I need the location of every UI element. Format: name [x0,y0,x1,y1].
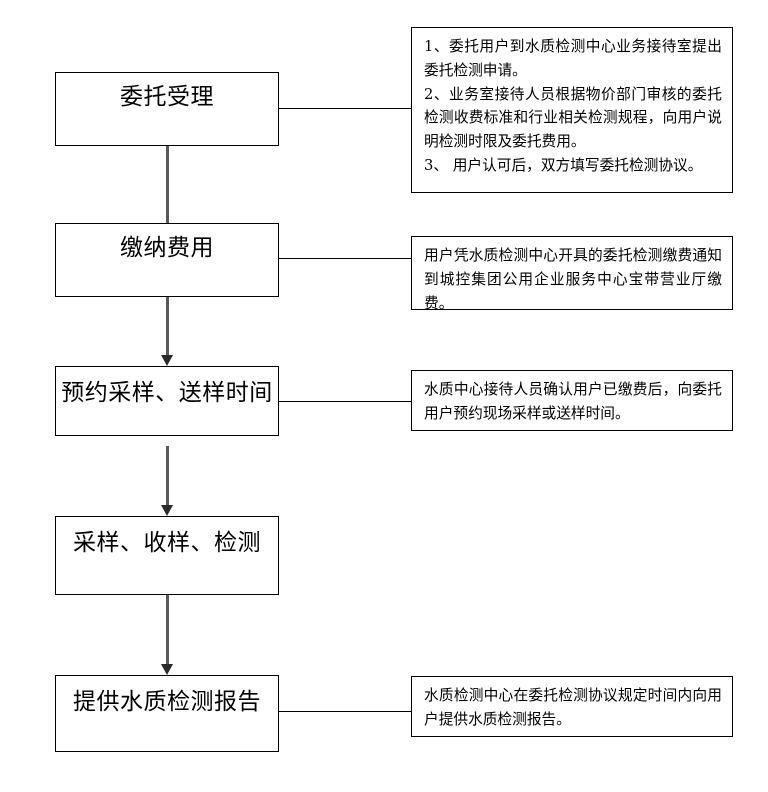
arrow-step2-to-step3 [160,297,173,366]
annotation-note-1[interactable]: 1、委托用户到水质检测中心业务接待室提出委托检测申请。 2、业务室接待人员根据物… [411,27,733,193]
annotation-note-1-text: 1、委托用户到水质检测中心业务接待室提出委托检测申请。 2、业务室接待人员根据物… [424,38,722,175]
arrow-step4-to-step5 [160,595,173,675]
process-step-1-label: 委托受理 [120,83,214,110]
annotation-note-3-text: 水质中心接待人员确认用户已缴费后，向委托用户预约现场采样或送样时间。 [424,381,722,422]
annotation-note-4-text: 水质检测中心在委托检测协议规定时间内向用户提供水质检测报告。 [424,687,722,728]
process-step-5-label: 提供水质检测报告 [73,687,261,714]
process-step-3-label: 预约采样、送样时间 [61,379,273,406]
connector-step5-note4 [278,711,412,712]
process-step-4-label: 采样、收样、检测 [73,528,261,555]
process-step-3[interactable]: 预约采样、送样时间 [55,366,279,436]
process-step-1[interactable]: 委托受理 [55,72,279,146]
annotation-note-4[interactable]: 水质检测中心在委托检测协议规定时间内向用户提供水质检测报告。 [411,676,733,737]
annotation-note-2-text: 用户凭水质检测中心开具的委托检测缴费通知到城控集团公用企业服务中心宝带营业厅缴费… [424,247,722,312]
arrow-step3-to-step4 [160,446,173,516]
connector-step3-note3 [278,401,412,402]
annotation-note-3[interactable]: 水质中心接待人员确认用户已缴费后，向委托用户预约现场采样或送样时间。 [411,370,733,431]
connector-step2-note2 [278,258,412,259]
process-step-2-label: 缴纳费用 [120,234,214,261]
process-step-2[interactable]: 缴纳费用 [55,223,279,297]
connector-step1-note1 [278,108,412,109]
process-step-5[interactable]: 提供水质检测报告 [55,675,279,752]
process-step-4[interactable]: 采样、收样、检测 [55,516,279,595]
annotation-note-2[interactable]: 用户凭水质检测中心开具的委托检测缴费通知到城控集团公用企业服务中心宝带营业厅缴费… [411,236,733,312]
